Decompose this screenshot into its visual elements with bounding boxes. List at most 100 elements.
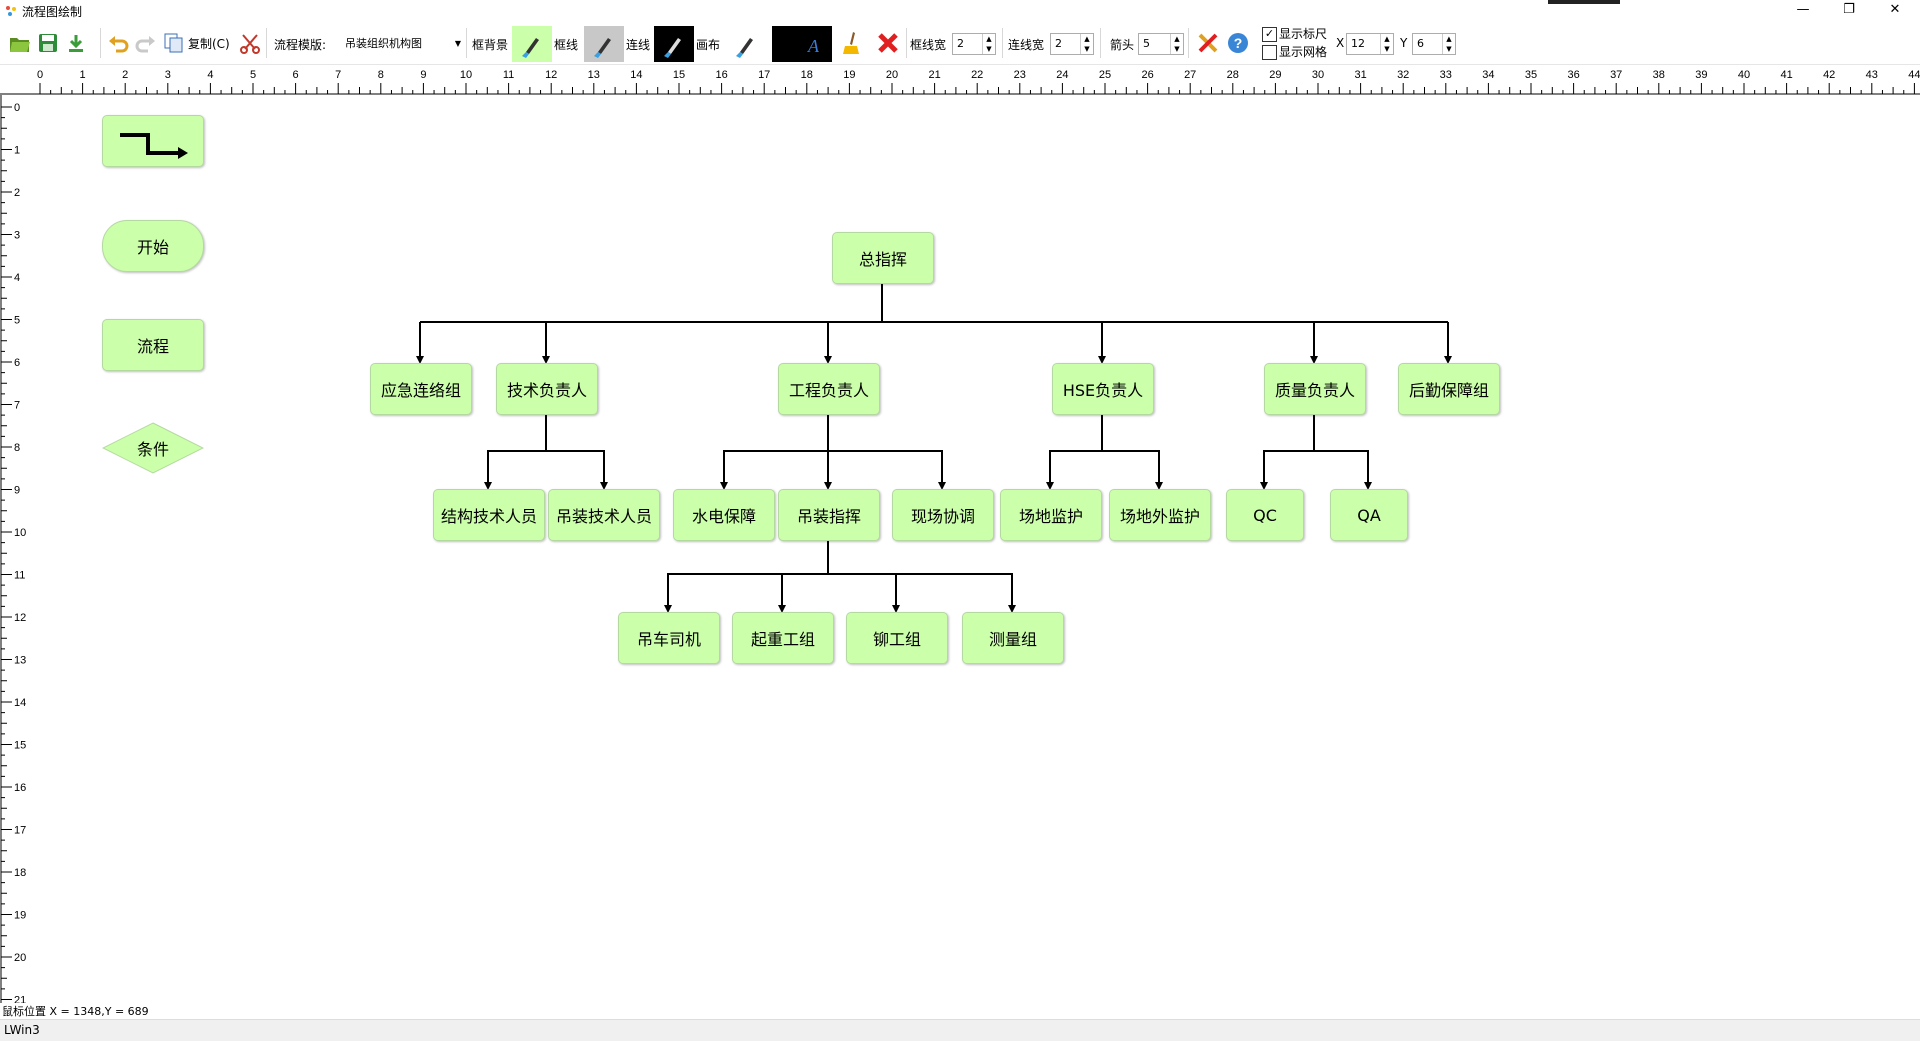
node-label: 技术负责人 (506, 381, 587, 400)
chart-node[interactable]: 场地监护 (1000, 489, 1102, 541)
copy-icon[interactable] (160, 28, 188, 58)
process-shape-tool[interactable]: 流程 (102, 319, 204, 371)
ruler-tick-label: 20 (886, 69, 898, 81)
ruler-tick-label: 7 (14, 400, 20, 412)
copy-button[interactable]: 复制(C) (188, 36, 230, 51)
y-spinner[interactable]: 6 ▲▼ (1412, 33, 1456, 55)
ruler-tick-label: 9 (420, 69, 426, 81)
line-width-value: 2 (1055, 37, 1062, 50)
close-button[interactable]: ✕ (1889, 2, 1901, 17)
ruler-tick-label: 15 (673, 69, 685, 81)
chart-node[interactable]: 质量负责人 (1264, 363, 1366, 415)
title-bar: 流程图绘制 — ❐ ✕ (0, 0, 1920, 22)
connector-color-button[interactable] (654, 26, 694, 62)
start-shape-tool[interactable]: 开始 (102, 220, 204, 272)
chart-node[interactable]: 后勤保障组 (1398, 363, 1500, 415)
broom-icon[interactable] (838, 28, 866, 58)
connector (1260, 414, 1315, 490)
open-folder-icon[interactable] (6, 28, 34, 58)
node-label: QC (1253, 505, 1277, 525)
chart-node[interactable]: 测量组 (962, 612, 1064, 664)
frame-line-label: 框线 (554, 38, 579, 52)
chart-node[interactable]: QC (1226, 489, 1304, 541)
mouse-position: 鼠标位置 X = 1348,Y = 689 (0, 1003, 151, 1019)
cut-icon[interactable] (236, 28, 264, 58)
frame-line-color-button[interactable] (584, 26, 624, 62)
ruler-tick-label: 28 (1227, 69, 1239, 81)
chart-node-root[interactable]: 总指挥 (832, 232, 934, 284)
ruler-tick-label: 16 (715, 69, 727, 81)
x-spinner[interactable]: 12 ▲▼ (1346, 33, 1394, 55)
chart-node[interactable]: 铆工组 (846, 612, 948, 664)
ruler-tick-label: 12 (545, 69, 557, 81)
node-label: 起重工组 (750, 630, 815, 649)
ruler-tick-label: 18 (14, 867, 26, 879)
save-icon[interactable] (34, 28, 62, 58)
line-width-spinner[interactable]: 2 ▲▼ (1050, 33, 1094, 55)
spinner-arrows-icon[interactable]: ▲▼ (1080, 34, 1093, 54)
chart-node[interactable]: 场地外监护 (1109, 489, 1211, 541)
spinner-arrows-icon[interactable]: ▲▼ (1170, 34, 1183, 54)
chart-node[interactable]: 结构技术人员 (433, 489, 545, 541)
condition-shape-label: 条件 (136, 440, 169, 459)
spinner-arrows-icon[interactable]: ▲▼ (1442, 34, 1455, 54)
chart-node[interactable]: 工程负责人 (778, 363, 880, 415)
ruler-tick-label: 34 (1482, 69, 1494, 81)
elbow-arrow-icon (120, 133, 188, 159)
brush-icon (594, 38, 611, 58)
canvas-label: 画布 (696, 38, 721, 52)
ruler-tick-label: 10 (14, 527, 26, 539)
ruler-tick-label: 31 (1354, 69, 1366, 81)
chart-node[interactable]: 起重工组 (732, 612, 834, 664)
redo-icon[interactable] (132, 28, 160, 58)
chart-node[interactable]: 水电保障 (673, 489, 775, 541)
download-icon[interactable] (62, 28, 90, 58)
minimize-button[interactable]: — (1796, 2, 1810, 17)
spinner-arrows-icon[interactable]: ▲▼ (1380, 34, 1393, 54)
chart-node[interactable]: 吊装技术人员 (548, 489, 660, 541)
canvas-color-button[interactable] (726, 26, 766, 62)
frame-width-spinner[interactable]: 2 ▲▼ (952, 33, 996, 55)
ruler-tick-label: 26 (1141, 69, 1153, 81)
y-value: 6 (1417, 37, 1424, 50)
y-label: Y (1400, 36, 1408, 50)
node-label: 吊车司机 (636, 630, 701, 649)
clear-icon[interactable] (1194, 28, 1222, 58)
node-label: 吊装技术人员 (555, 507, 652, 526)
chart-node[interactable]: 吊车司机 (618, 612, 720, 664)
chart-node[interactable]: 技术负责人 (496, 363, 598, 415)
chart-node[interactable]: QA (1330, 489, 1408, 541)
restore-button[interactable]: ❐ (1843, 2, 1855, 17)
chart-node[interactable]: 应急连络组 (370, 363, 472, 415)
arrow-spinner[interactable]: 5 ▲▼ (1138, 33, 1184, 55)
ruler-tick-label: 13 (14, 655, 26, 667)
ruler-tick-label: 10 (460, 69, 472, 81)
ruler-tick-label: 4 (207, 69, 213, 81)
chart-node[interactable]: 吊装指挥 (778, 489, 880, 541)
help-icon[interactable]: ? (1224, 28, 1252, 58)
ruler-tick-label: 18 (801, 69, 813, 81)
ruler-tick-label: 42 (1823, 69, 1835, 81)
undo-icon[interactable] (104, 28, 132, 58)
condition-shape-tool[interactable]: 条件 (102, 422, 204, 474)
ruler-tick-label: 41 (1780, 69, 1792, 81)
node-label: 后勤保障组 (1408, 381, 1489, 400)
ruler-tick-label: 36 (1567, 69, 1579, 81)
chevron-down-icon: ▼ (454, 39, 461, 48)
font-color-button[interactable]: A (772, 26, 832, 62)
show-ruler-checkbox[interactable]: ✓ (1262, 27, 1277, 42)
frame-bg-color-button[interactable] (512, 26, 552, 62)
connector-tool[interactable] (102, 115, 204, 167)
ruler-tick-label: 4 (14, 272, 20, 284)
delete-icon[interactable] (874, 28, 902, 58)
chart-node[interactable]: 现场协调 (892, 489, 994, 541)
template-select[interactable]: 吊装组织机构图 ▼ (340, 32, 466, 56)
show-grid-checkbox[interactable] (1262, 45, 1277, 60)
chart-node[interactable]: HSE负责人 (1052, 363, 1154, 415)
connector (484, 414, 547, 490)
node-label: 吊装指挥 (796, 507, 861, 526)
ruler-tick-label: 1 (80, 69, 86, 81)
ruler-tick-label: 44 (1908, 69, 1920, 81)
spinner-arrows-icon[interactable]: ▲▼ (982, 34, 995, 54)
